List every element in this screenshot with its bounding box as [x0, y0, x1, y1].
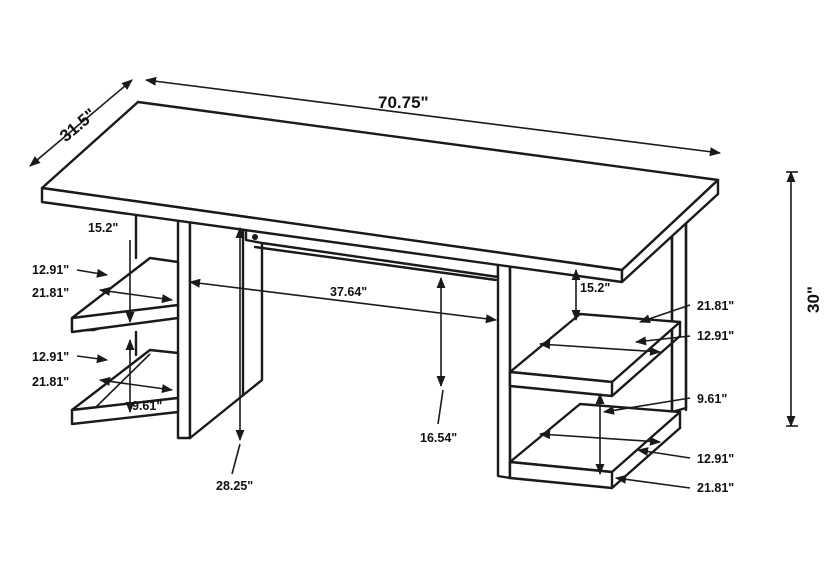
left-upper-width-line — [98, 286, 174, 304]
left-lower-width-line — [98, 376, 174, 394]
right-spacing-leader — [602, 397, 691, 415]
left-lower-shelf-front — [70, 396, 180, 426]
depth-dimension-line — [29, 79, 133, 167]
left-upper-depth-label: 12.91" — [32, 263, 69, 277]
right-upper-depth-line — [538, 340, 662, 356]
knee-height-right-label: 16.54" — [420, 431, 457, 445]
left-spacing-label: 9.61" — [132, 399, 162, 413]
keyhole-icon — [252, 234, 258, 240]
right-upper-depth-label: 12.91" — [697, 329, 734, 343]
width-label: 70.75" — [378, 93, 429, 112]
knee-height-right-leader — [437, 389, 444, 425]
right-lower-depth-label: 12.91" — [697, 452, 734, 466]
left-lower-diagonal — [94, 353, 151, 409]
right-front-edge — [496, 254, 512, 480]
right-top-clearance-label: 15.2" — [580, 281, 610, 295]
left-upper-width-label: 21.81" — [32, 286, 69, 300]
left-outer-panel-side — [188, 208, 264, 440]
height-label: 30" — [804, 286, 823, 313]
right-spacing-label: 9.61" — [697, 392, 727, 406]
apron-bottom-line — [253, 245, 498, 282]
right-upper-width-label: 21.81" — [697, 299, 734, 313]
left-lower-width-label: 21.81" — [32, 375, 69, 389]
left-outer-panel-edge — [176, 208, 192, 440]
width-dimension-line — [144, 76, 722, 157]
right-lower-width-leader — [614, 474, 691, 489]
right-lower-depth-leader — [636, 447, 691, 459]
left-upper-shelf-front — [70, 303, 180, 334]
knee-height-left-label: 28.25" — [216, 479, 253, 493]
dimension-lines — [29, 76, 798, 489]
right-upper-depth-leader — [634, 335, 691, 346]
right-lower-depth-line — [538, 430, 662, 446]
left-lower-depth-label: 12.91" — [32, 350, 69, 364]
right-upper-shelf-side — [610, 334, 682, 398]
right-lower-width-label: 21.81" — [697, 481, 734, 495]
dimension-labels: 70.75" 31.5" 30" 15.2" 12.91" 21.81" 12.… — [32, 93, 823, 495]
desktop-side-edge — [620, 178, 720, 284]
left-upper-depth-leader — [76, 268, 109, 278]
knee-width-label: 37.64" — [330, 285, 367, 299]
knee-height-left-leader — [231, 443, 241, 475]
right-back-panel — [670, 216, 688, 414]
left-lower-depth-leader — [76, 354, 109, 364]
depth-label: 31.5" — [56, 105, 100, 146]
left-top-clearance-label: 15.2" — [88, 221, 118, 235]
right-upper-width-leader — [638, 304, 691, 323]
